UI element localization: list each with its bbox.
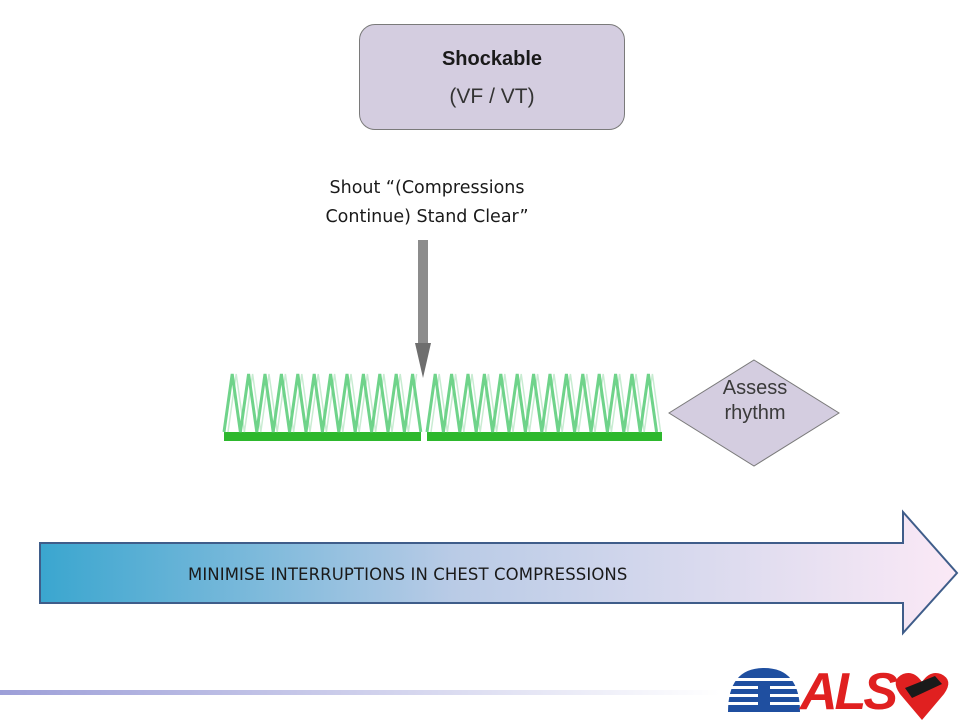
assess-rhythm-label: Assess rhythm xyxy=(700,376,810,426)
banner-text: MINIMISE INTERRUPTIONS IN CHEST COMPRESS… xyxy=(188,565,628,584)
down-arrow xyxy=(415,240,431,378)
shout-instruction: Shout “(Compressions Continue) Stand Cle… xyxy=(283,174,571,232)
shockable-box: Shockable (VF / VT) xyxy=(359,24,625,130)
als-logo-dome xyxy=(728,668,800,712)
compression-waveform xyxy=(222,373,662,441)
compression-wave xyxy=(222,373,423,433)
banner-arrow xyxy=(39,509,959,636)
als-logo-text: ALS xyxy=(800,663,898,721)
footer-line xyxy=(0,690,720,695)
assess-line-1: Assess xyxy=(722,377,788,399)
compression-wave xyxy=(425,373,659,433)
assess-line-2: rhythm xyxy=(724,402,786,424)
shockable-subtitle: (VF / VT) xyxy=(449,85,535,108)
shockable-title: Shockable xyxy=(441,48,543,70)
assess-rhythm-diamond xyxy=(668,359,840,467)
compression-bar xyxy=(224,432,421,441)
shout-line-1: Shout “(Compressions xyxy=(329,178,525,198)
shout-line-2: Continue) Stand Clear” xyxy=(325,207,529,227)
heart-icon xyxy=(895,673,949,720)
compression-bar xyxy=(427,432,662,441)
